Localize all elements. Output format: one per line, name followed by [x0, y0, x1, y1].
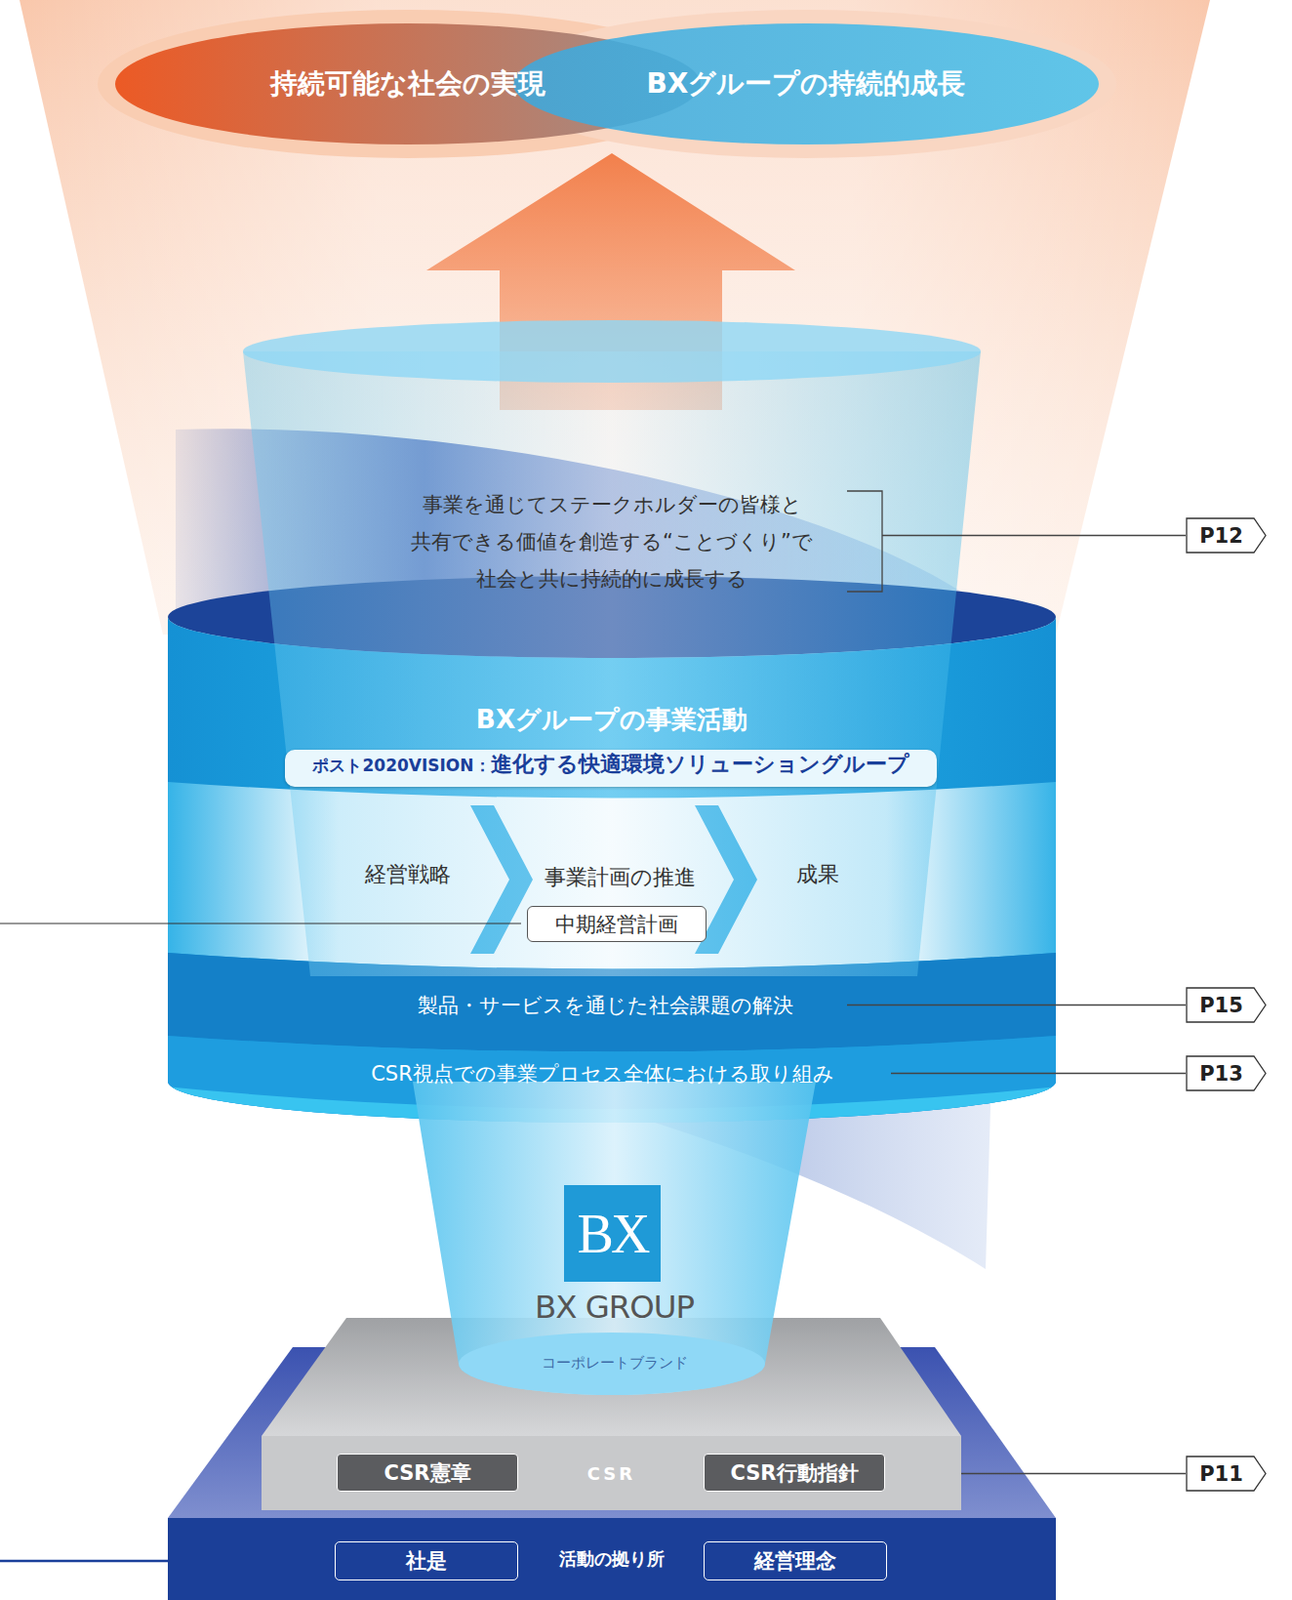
page-tag: P12 — [1185, 517, 1267, 554]
label-text: P11 — [1199, 1461, 1253, 1486]
page-tag: P15 — [1185, 986, 1267, 1023]
business-cylinder: BXグループの事業活動ポスト2020VISION：進化する快適環境ソリューション… — [167, 624, 1056, 1082]
label-text: 成果 — [796, 859, 840, 889]
csr-box: CSR憲章 — [336, 1453, 519, 1492]
chevron-step: 事業計画の推進中期経営計画 — [512, 852, 727, 945]
leader-line — [961, 1472, 1186, 1474]
label-text: P15 — [1199, 993, 1253, 1017]
label-text: BXグループの事業活動 — [167, 702, 1056, 737]
label-text: BXグループの持続的成長 — [646, 65, 967, 103]
vision-banner: ポスト2020VISION：進化する快適環境ソリューショングループ — [284, 749, 937, 787]
brand-logo: BX — [564, 1184, 661, 1282]
csr-box: CSR行動指針 — [703, 1453, 886, 1492]
page-tag: P13 — [1185, 1054, 1267, 1091]
base-platform: 活動の拠り所 社是 経営理念 — [167, 1517, 1056, 1600]
label-text: BX GROUP — [412, 1288, 816, 1326]
brand-cone: BX GROUP コーポレートブランド BX — [412, 1122, 816, 1396]
chevron-step: 経営戦略 — [322, 850, 493, 898]
leader-line — [847, 1004, 1186, 1006]
base-box: 経営理念 — [703, 1540, 888, 1580]
page-tag: P11 — [1185, 1454, 1267, 1492]
label-text: 製品・サービスを通じた社会課題の解決 — [417, 991, 794, 1019]
label-text: 経営戦略 — [364, 859, 451, 889]
label-text: ポスト2020VISION： — [312, 754, 490, 777]
label-text: CSR憲章 — [383, 1458, 471, 1487]
label-text: P13 — [1199, 1061, 1253, 1086]
leader-line — [882, 534, 1186, 536]
base-box: 社是 — [334, 1540, 519, 1580]
goal-ellipse: BXグループの持続的成長 — [513, 23, 1099, 145]
chevron-step: 成果 — [751, 850, 884, 898]
label-text: CSR行動指針 — [729, 1458, 858, 1487]
band: CSR視点での事業プロセス全体における取り組み — [322, 1055, 884, 1091]
label-text: 事業計画の推進 — [512, 862, 727, 892]
label-text: CSR視点での事業プロセス全体における取り組み — [370, 1059, 835, 1088]
plan-box: 中期経営計画 — [526, 905, 707, 942]
goal-ellipse: 持続可能な社会の実現 — [115, 23, 701, 145]
label-text: 中期経営計画 — [555, 910, 679, 938]
label-text: P12 — [1199, 524, 1253, 548]
csr-platform: CSR CSR憲章 CSR行動指針 — [261, 1435, 962, 1510]
value-cone: 事業を通じてステークホルダーの皆様と 共有できる価値を創造する“ことづくり”で … — [341, 485, 883, 598]
leader-line — [890, 1072, 1186, 1074]
label-text: 経営理念 — [754, 1546, 837, 1575]
label-text: BX — [577, 1202, 648, 1265]
label-text: コーポレートブランド — [412, 1352, 816, 1373]
band: 製品・サービスを通じた社会課題の解決 — [370, 987, 840, 1023]
label-text: 社是 — [405, 1546, 447, 1575]
label-text: CSR — [587, 1462, 636, 1484]
label-text: 事業を通じてステークホルダーの皆様と 共有できる価値を創造する“ことづくり”で … — [382, 485, 842, 598]
label-text: 活動の拠り所 — [559, 1546, 665, 1571]
label-text: 進化する快適環境ソリューショングループ — [490, 749, 910, 779]
label-text: 持続可能な社会の実現 — [270, 65, 546, 103]
